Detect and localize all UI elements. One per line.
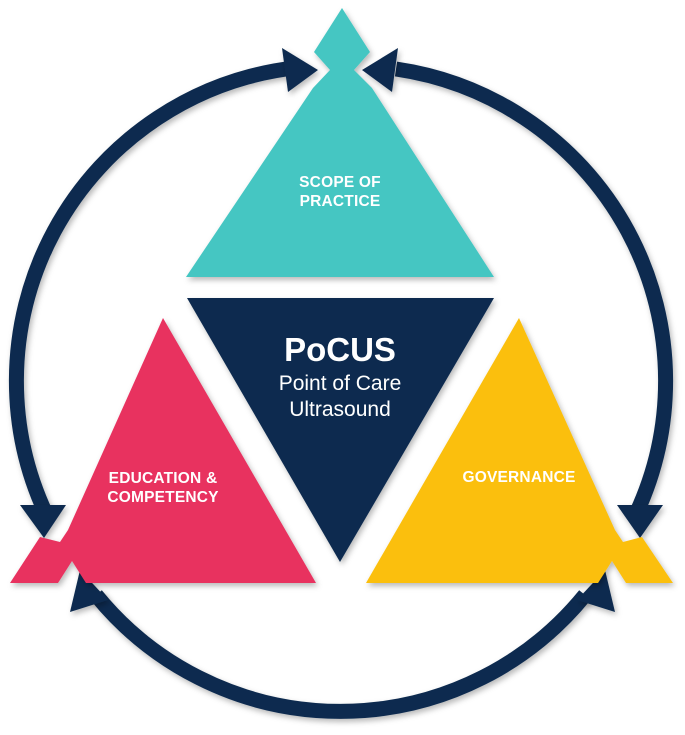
arc-bottom	[90, 590, 591, 719]
arc-left	[8, 61, 288, 518]
arrowheads	[20, 48, 663, 612]
arrow-cycle-icon	[282, 48, 318, 92]
governance-label: GOVERNANCE	[462, 469, 575, 486]
arrow-cycle-icon	[617, 505, 663, 538]
scope-label-line1: SCOPE OF	[299, 174, 381, 191]
cycle-arrows	[8, 61, 674, 719]
education-competency-pillar: EDUCATION & COMPETENCY	[10, 318, 316, 583]
arrow-cycle-icon	[577, 570, 615, 612]
education-triangle	[10, 318, 316, 583]
pocus-center: PoCUS Point of Care Ultrasound	[187, 298, 494, 562]
center-triangle	[187, 298, 494, 562]
scope-of-practice-pillar: SCOPE OF PRACTICE	[186, 8, 494, 277]
scope-triangle	[186, 8, 494, 277]
arrow-cycle-icon	[362, 48, 398, 92]
arrow-cycle-icon	[20, 505, 66, 538]
governance-pillar: GOVERNANCE	[366, 318, 673, 583]
arrow-cycle-icon	[70, 570, 108, 612]
arc-right	[394, 61, 674, 518]
center-subtitle-line2: Ultrasound	[289, 398, 391, 421]
education-label-line2: COMPETENCY	[107, 489, 219, 506]
center-subtitle-line1: Point of Care	[279, 372, 402, 395]
education-label-line1: EDUCATION &	[109, 470, 218, 487]
center-title: PoCUS	[284, 331, 396, 368]
scope-label-line2: PRACTICE	[300, 193, 381, 210]
governance-triangle	[366, 318, 673, 583]
